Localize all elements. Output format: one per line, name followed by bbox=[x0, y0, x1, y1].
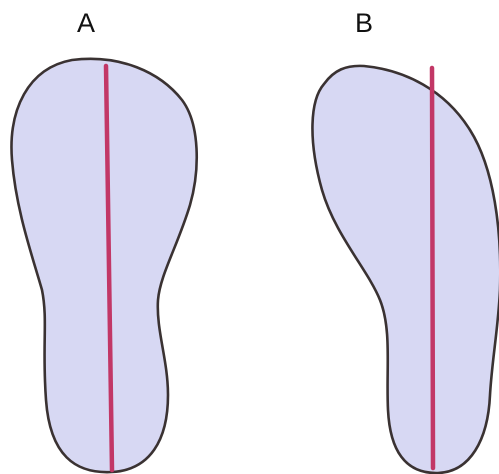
foot-b-outline bbox=[312, 66, 499, 473]
foot-b bbox=[312, 66, 499, 473]
foot-a-outline bbox=[12, 59, 197, 472]
foot-b-midline bbox=[432, 68, 433, 468]
foot-a bbox=[12, 59, 197, 472]
